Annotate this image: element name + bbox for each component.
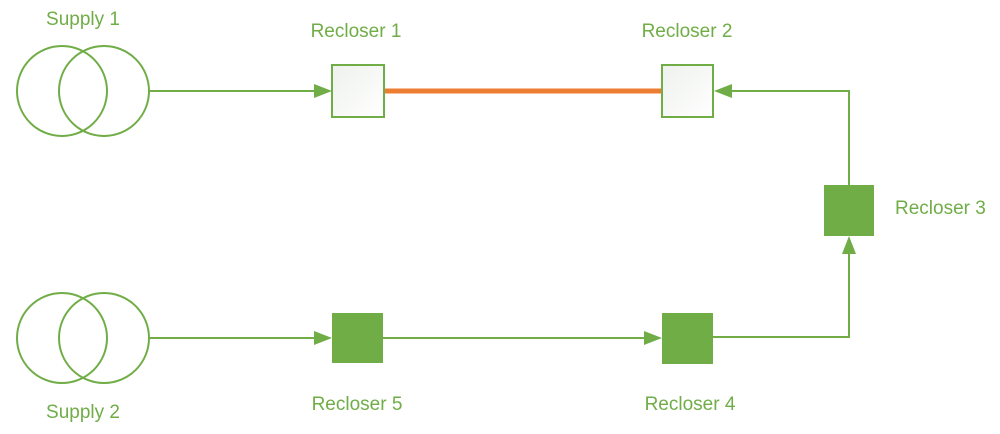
recloser-5-node: Recloser 5 <box>312 313 403 415</box>
supply-1-label: Supply 1 <box>46 9 120 30</box>
recloser-4-node: Recloser 4 <box>645 313 736 415</box>
recloser-3-node: Recloser 3 <box>824 185 986 236</box>
supply-2-circle-right <box>58 292 150 384</box>
edge-supply1-recloser1-arrowhead <box>314 84 332 98</box>
recloser-1-node: Recloser 1 <box>311 21 402 118</box>
supply-2-symbol: Supply 2 <box>16 292 150 423</box>
supply-2-circle-left <box>16 292 108 384</box>
recloser-2-node: Recloser 2 <box>642 21 733 118</box>
supply-1-circle-left <box>16 45 108 137</box>
edge-recloser4-recloser3-line <box>713 252 850 338</box>
recloser-5-square <box>332 313 383 363</box>
edge-recloser5-recloser4-arrowhead <box>644 331 662 345</box>
edge-recloser4-recloser3-arrowhead <box>842 236 856 254</box>
recloser-4-square <box>662 313 713 364</box>
edge-recloser3-recloser2-line <box>731 90 850 185</box>
recloser-3-square <box>824 185 874 236</box>
recloser-3-label: Recloser 3 <box>895 198 986 219</box>
supply-1-circle-right <box>58 45 150 137</box>
recloser-4-label: Recloser 4 <box>645 394 736 415</box>
edge-recloser3-recloser2-arrowhead <box>714 84 732 98</box>
recloser-5-label: Recloser 5 <box>312 394 403 415</box>
supply-2-label: Supply 2 <box>46 402 120 423</box>
supply-1-symbol: Supply 1 <box>16 9 150 137</box>
recloser-2-label: Recloser 2 <box>642 21 733 42</box>
edge-supply2-recloser5-arrowhead <box>314 331 332 345</box>
recloser-1-label: Recloser 1 <box>311 21 402 42</box>
recloser-2-square <box>661 64 714 118</box>
recloser-1-square <box>331 64 385 118</box>
